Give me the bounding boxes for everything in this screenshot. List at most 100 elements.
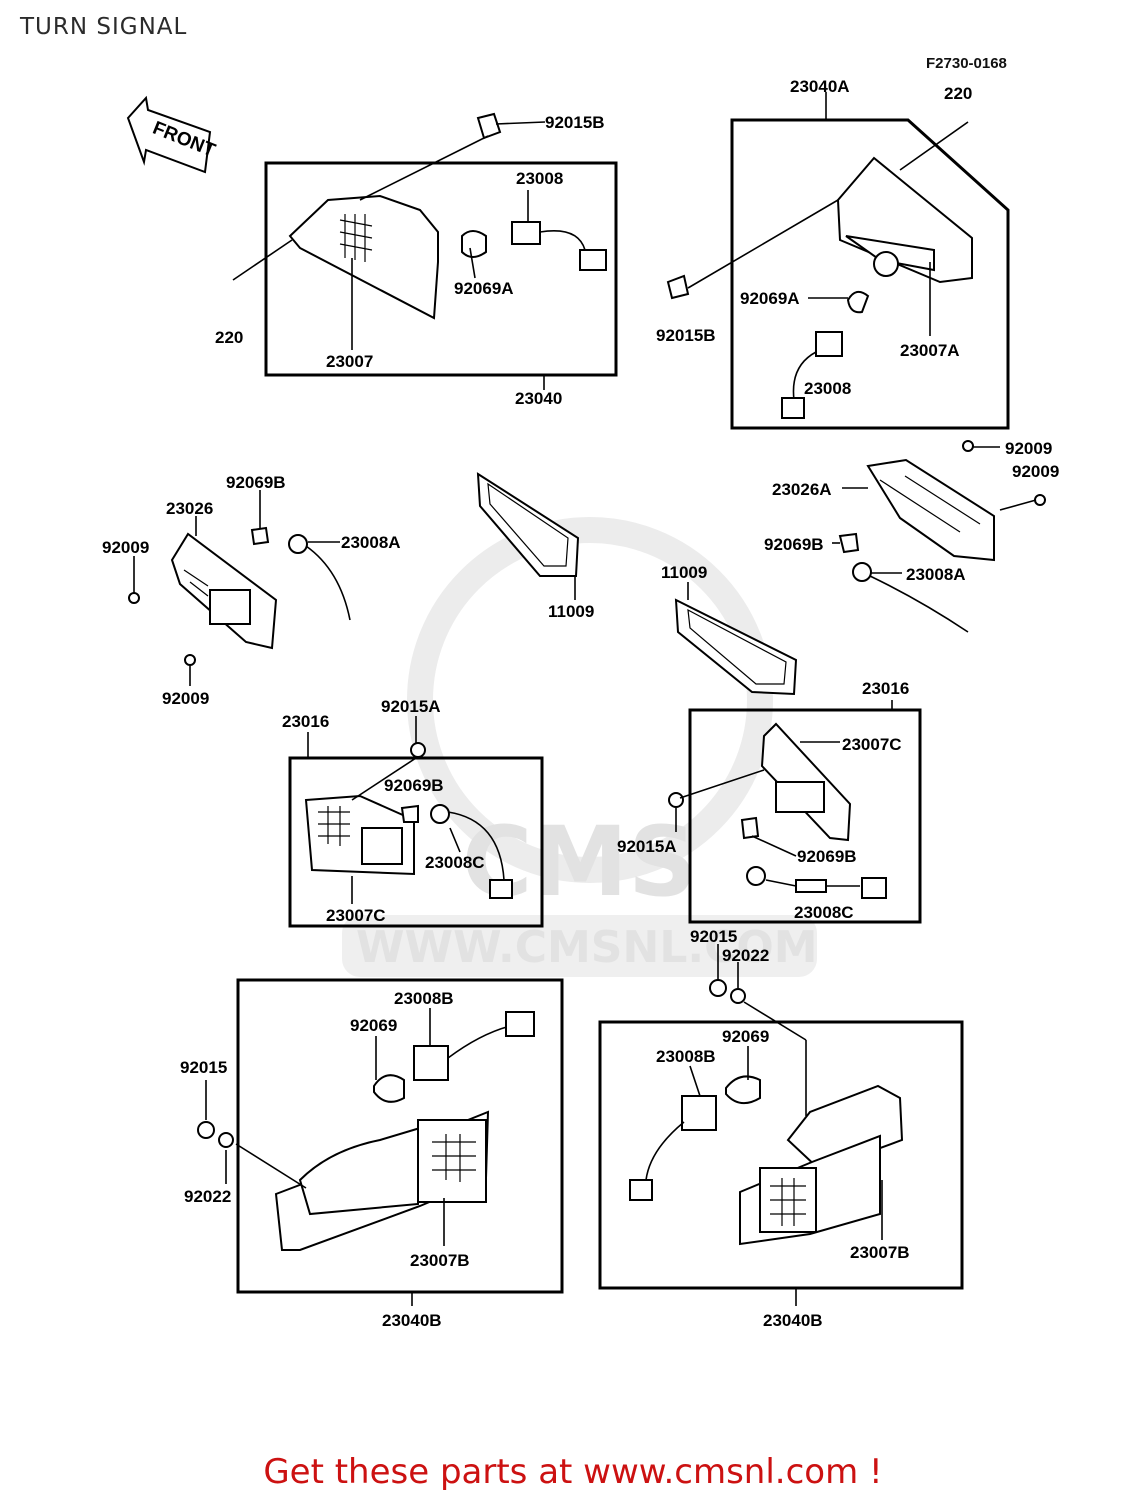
- assembly-box-23040B-left: [236, 978, 564, 1294]
- bulb-92069A: [461, 230, 487, 258]
- bulb-92069-a: [373, 1074, 405, 1103]
- assembly-box-23016-right: [688, 708, 922, 924]
- label-92069B-b: 92069B: [226, 473, 286, 492]
- assembly-23026: [128, 490, 351, 686]
- nut-92015-b: [709, 979, 727, 997]
- screw-92009-b: [1034, 494, 1046, 506]
- connector-23008C-left: [489, 879, 513, 899]
- label-220-b: 220: [944, 84, 972, 103]
- label-23007A: 23007A: [900, 341, 960, 360]
- bulb-92069B-a: [838, 532, 860, 554]
- label-11009-b: 11009: [661, 563, 707, 582]
- lens-window-23007C-left: [361, 827, 403, 865]
- label-23007: 23007: [326, 352, 373, 371]
- gaskets-11009: [476, 472, 798, 696]
- washer-92022-b: [730, 988, 746, 1004]
- label-92015B: 92015B: [545, 113, 605, 132]
- label-92009-a: 92009: [1005, 439, 1052, 458]
- assembly-23026A: [832, 440, 1046, 633]
- label-23026: 23026: [166, 499, 213, 518]
- label-23040B-b: 23040B: [763, 1311, 823, 1330]
- label-92069B-c: 92069B: [384, 776, 444, 795]
- label-23008B-b: 23008B: [656, 1047, 716, 1066]
- label-92069B-d: 92069B: [797, 847, 857, 866]
- bulb-92069B-d: [740, 816, 760, 840]
- label-92015A-a: 92015A: [381, 697, 441, 716]
- watermark-url: WWW.CMSNL.COM: [356, 922, 818, 973]
- label-23007C-a: 23007C: [326, 906, 386, 925]
- nut-92015B-b: [666, 274, 690, 300]
- label-23008-b: 23008: [804, 379, 851, 398]
- socket-23008A-b: [288, 534, 308, 554]
- label-23040A: 23040A: [790, 77, 850, 96]
- nut-92015A-right: [668, 792, 684, 808]
- socket-23008-b: [815, 331, 843, 357]
- label-23026A: 23026A: [772, 480, 832, 499]
- label-220: 220: [215, 328, 243, 347]
- bulb-92069-b: [725, 1075, 761, 1105]
- label-92069-a: 92069: [350, 1016, 397, 1035]
- screw-92009-d: [184, 654, 196, 666]
- sleeve-23008C-right: [795, 879, 827, 893]
- nut-92015A-left: [410, 742, 426, 758]
- label-23040B-a: 23040B: [382, 1311, 442, 1330]
- bulb-92069B-c: [400, 804, 419, 823]
- label-92015A-b: 92015A: [617, 837, 677, 856]
- assembly-23016-left: [288, 716, 544, 928]
- bulb-socket-23007A: [873, 251, 899, 277]
- label-92022-b: 92022: [184, 1187, 231, 1206]
- label-92015-b: 92015: [180, 1058, 227, 1077]
- label-23016-b: 23016: [862, 679, 909, 698]
- assembly-23040B-right: [598, 944, 964, 1306]
- label-23007B-b: 23007B: [850, 1243, 910, 1262]
- lens-23007: [288, 194, 439, 320]
- connector-23008-b: [781, 397, 805, 419]
- assembly-23040B-left: [197, 978, 564, 1306]
- connector-23008C-right: [861, 877, 887, 899]
- label-23008: 23008: [516, 169, 563, 188]
- lens-window-23026: [209, 589, 251, 625]
- label-92015B-b: 92015B: [656, 326, 716, 345]
- socket-23008B-b: [681, 1095, 717, 1131]
- socket-23008A-a: [852, 562, 872, 582]
- label-92069A: 92069A: [454, 279, 514, 298]
- label-23008A-b: 23008A: [341, 533, 401, 552]
- socket-23008C-left: [430, 804, 450, 824]
- screw-92009-c: [128, 592, 140, 604]
- label-92009-b: 92009: [1012, 462, 1059, 481]
- footer-link[interactable]: Get these parts at www.cmsnl.com !: [263, 1452, 883, 1492]
- bulb-92069B-b: [250, 526, 270, 546]
- nut-92015B: [476, 112, 502, 140]
- watermark: CMS WWW.CMSNL.COM: [342, 517, 818, 977]
- label-92015-a: 92015: [690, 927, 737, 946]
- gasket-11009-b: [674, 598, 798, 696]
- page-title: TURN SIGNAL: [20, 14, 188, 40]
- nut-92015-a: [197, 1121, 215, 1139]
- connector-23008: [579, 249, 607, 271]
- washer-92022-a: [218, 1132, 234, 1148]
- label-23007B-a: 23007B: [410, 1251, 470, 1270]
- assembly-23016-right: [668, 700, 922, 924]
- bulb-92069A-b: [846, 290, 870, 314]
- label-92009-c: 92009: [102, 538, 149, 557]
- label-92069-b: 92069: [722, 1027, 769, 1046]
- label-11009-a: 11009: [548, 602, 594, 621]
- screw-92009-a: [962, 440, 974, 452]
- assembly-23040A: [666, 92, 1010, 430]
- connector-23008B-b: [629, 1179, 653, 1201]
- watermark-brand: CMS: [462, 806, 697, 918]
- label-92069A-b: 92069A: [740, 289, 800, 308]
- label-92022-a: 92022: [722, 946, 769, 965]
- lens-socket-23007C-right: [775, 781, 825, 813]
- socket-23008: [511, 221, 541, 245]
- assembly-box-23040: [264, 161, 618, 377]
- connector-23008B-a: [505, 1011, 535, 1037]
- assembly-box-23040B-right: [598, 1020, 964, 1290]
- figure-code: F2730-0168: [926, 55, 1007, 72]
- assembly-23040: [232, 112, 618, 390]
- label-23008A-a: 23008A: [906, 565, 966, 584]
- socket-23008B-a: [413, 1045, 449, 1081]
- label-23007C-b: 23007C: [842, 735, 902, 754]
- front-arrow: FRONT: [126, 95, 218, 174]
